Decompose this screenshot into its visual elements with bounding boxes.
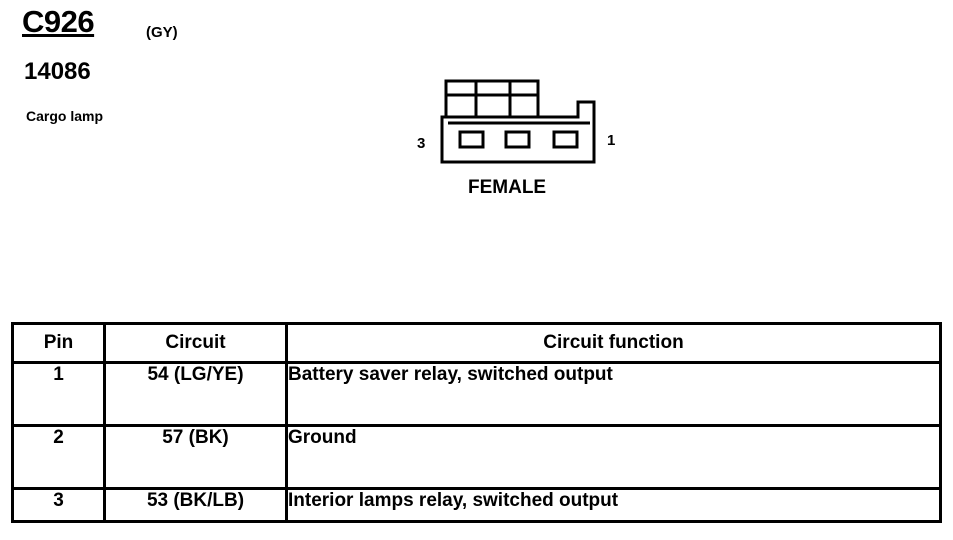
function-cell: Interior lamps relay, switched output [285,487,942,523]
pin-cavity-3 [458,130,485,149]
circuit-cell: 57 (BK) [103,424,288,490]
connector-description: Cargo lamp [26,108,104,124]
pin-cell: 3 [11,487,106,523]
connector-body [440,100,596,164]
pin-cavity-1 [552,130,579,149]
pin-end-label-right: 1 [607,132,616,149]
part-number: 14086 [24,58,91,85]
circuit-cell: 53 (BK/LB) [103,487,288,523]
connector-gender-label: FEMALE [468,177,547,198]
pinout-table: Pin Circuit Circuit function 1 54 (LG/YE… [11,322,942,523]
pin-cavity-2 [504,130,531,149]
header-circuit-function: Circuit function [285,322,942,364]
pin-cell: 2 [11,424,106,490]
connector-lock-housing [444,79,540,119]
circuit-cell: 54 (LG/YE) [103,361,288,427]
function-cell: Ground [285,424,942,490]
connector-face-drawing [440,79,596,164]
pin-end-label-left: 3 [417,135,426,152]
function-cell: Battery saver relay, switched output [285,361,942,427]
connector-color-code: (GY) [146,24,178,41]
table-header-row: Pin Circuit Circuit function [11,322,942,364]
connector-id: C926 [22,4,95,39]
table-row: 3 53 (BK/LB) Interior lamps relay, switc… [11,487,942,523]
pin-cell: 1 [11,361,106,427]
header-circuit: Circuit [103,322,288,364]
table-row: 1 54 (LG/YE) Battery saver relay, switch… [11,361,942,427]
table-row: 2 57 (BK) Ground [11,424,942,490]
header-pin: Pin [11,322,106,364]
